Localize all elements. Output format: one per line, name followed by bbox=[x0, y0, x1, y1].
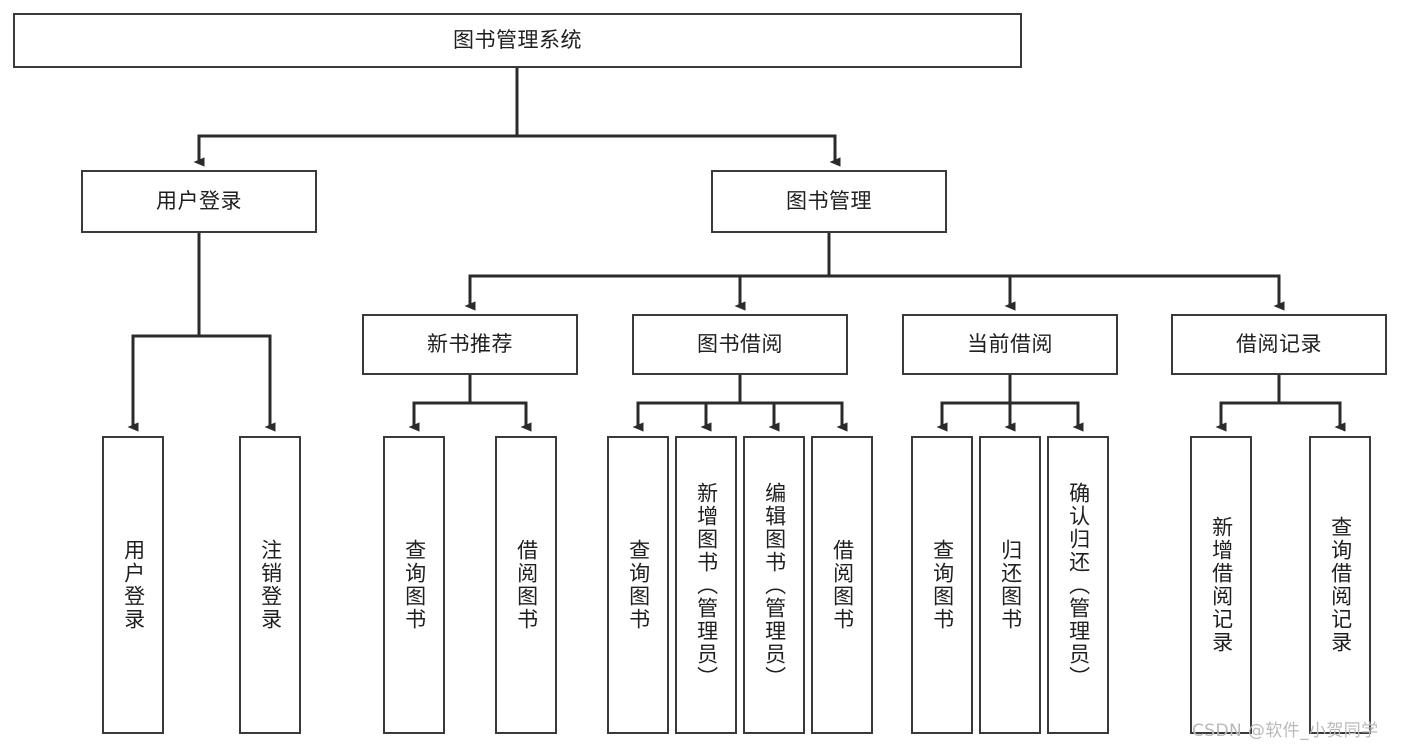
node-current-borrow[interactable]: 当前借阅 bbox=[902, 314, 1118, 375]
node-label: 新增借阅记录 bbox=[1209, 516, 1234, 654]
node-label: 用户登录 bbox=[156, 189, 242, 214]
node-label: 图书管理系统 bbox=[453, 28, 582, 53]
leaf-current-confirm-return-admin[interactable]: 确认归还（管理员） bbox=[1047, 436, 1109, 734]
node-label: 新书推荐 bbox=[427, 332, 513, 357]
node-label: 编辑图书（管理员） bbox=[762, 481, 787, 689]
leaf-borrow-add-book-admin[interactable]: 新增图书（管理员） bbox=[675, 436, 737, 734]
node-label: 借阅记录 bbox=[1236, 332, 1322, 357]
node-book-management[interactable]: 图书管理 bbox=[711, 170, 947, 233]
node-borrow-record[interactable]: 借阅记录 bbox=[1171, 314, 1387, 375]
watermark-text: CSDN @软件_小贺同学 bbox=[1192, 721, 1379, 741]
node-label: 查询图书 bbox=[930, 539, 955, 631]
leaf-record-add-record[interactable]: 新增借阅记录 bbox=[1190, 436, 1252, 734]
leaf-current-return-book[interactable]: 归还图书 bbox=[979, 436, 1041, 734]
node-label: 查询借阅记录 bbox=[1328, 516, 1353, 654]
node-label: 借阅图书 bbox=[830, 539, 855, 631]
node-label: 图书借阅 bbox=[697, 332, 783, 357]
node-new-book-recommend[interactable]: 新书推荐 bbox=[362, 314, 578, 375]
node-label: 查询图书 bbox=[402, 539, 427, 631]
node-label: 归还图书 bbox=[998, 539, 1023, 631]
leaf-record-query-record[interactable]: 查询借阅记录 bbox=[1309, 436, 1371, 734]
leaf-borrow-query-book[interactable]: 查询图书 bbox=[607, 436, 669, 734]
leaf-new-book-query[interactable]: 查询图书 bbox=[383, 436, 445, 734]
node-user-login[interactable]: 用户登录 bbox=[81, 170, 317, 233]
node-label: 借阅图书 bbox=[514, 539, 539, 631]
leaf-current-query-book[interactable]: 查询图书 bbox=[911, 436, 973, 734]
node-label: 当前借阅 bbox=[967, 332, 1053, 357]
node-root-system[interactable]: 图书管理系统 bbox=[13, 13, 1022, 68]
node-label: 用户登录 bbox=[121, 539, 146, 631]
node-book-borrow[interactable]: 图书借阅 bbox=[632, 314, 848, 375]
leaf-user-login-logout[interactable]: 注销登录 bbox=[239, 436, 301, 734]
node-label: 确认归还（管理员） bbox=[1066, 481, 1091, 689]
leaf-new-book-borrow[interactable]: 借阅图书 bbox=[495, 436, 557, 734]
csdn-watermark: CSDN @软件_小贺同学 bbox=[1192, 716, 1379, 741]
leaf-borrow-borrow-book[interactable]: 借阅图书 bbox=[811, 436, 873, 734]
node-label: 新增图书（管理员） bbox=[694, 481, 719, 689]
leaf-borrow-edit-book-admin[interactable]: 编辑图书（管理员） bbox=[743, 436, 805, 734]
leaf-user-login-login[interactable]: 用户登录 bbox=[102, 436, 164, 734]
node-label: 注销登录 bbox=[258, 539, 283, 631]
node-label: 图书管理 bbox=[786, 189, 872, 214]
node-label: 查询图书 bbox=[626, 539, 651, 631]
